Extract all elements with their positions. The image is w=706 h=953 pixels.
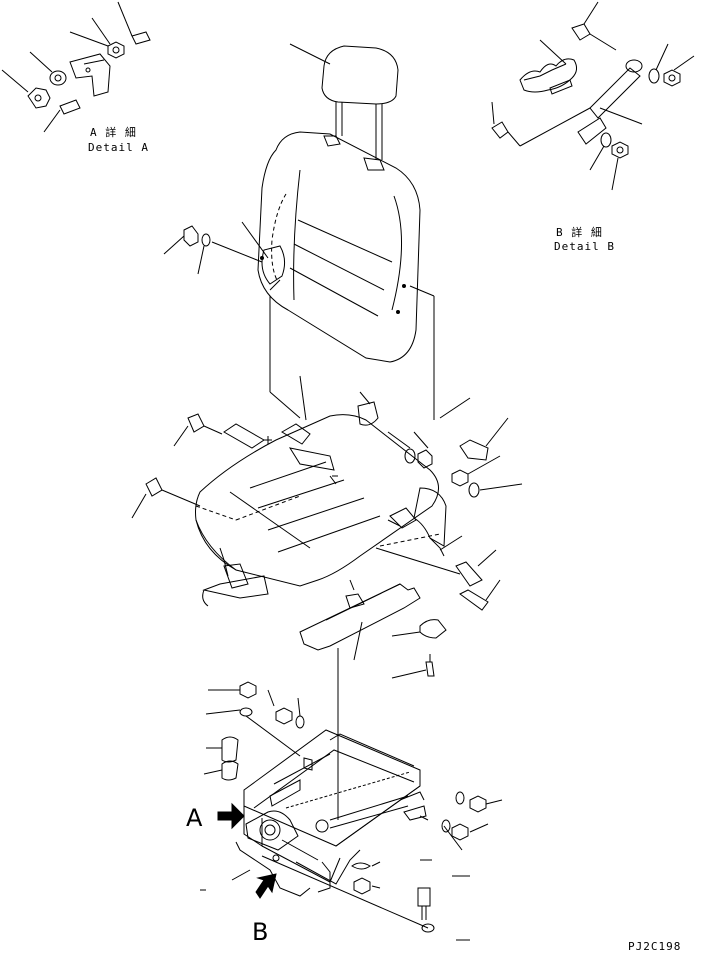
- detail-b-bolt: [572, 2, 616, 50]
- detail-b-parts: [492, 2, 694, 190]
- detail-b-nut-top: [664, 56, 694, 86]
- detail-b-washer-low: [590, 133, 611, 170]
- view-arrow-a-label: A: [186, 804, 203, 832]
- detail-a-nut: [70, 18, 124, 58]
- seat-rail: [300, 580, 446, 820]
- view-arrow-b: [256, 874, 276, 898]
- detail-a-jp-label: A 詳 細: [90, 126, 137, 139]
- detail-b-bolt-low: [492, 102, 590, 146]
- detail-b-nut-low: [612, 142, 628, 190]
- detail-b-pin: [550, 80, 572, 94]
- back-bolt-left: [164, 226, 262, 274]
- seat-back: [242, 132, 434, 420]
- cushion-bolt-left-lower: [132, 478, 200, 518]
- view-arrow-a: [218, 804, 244, 828]
- detail-b-damper: [578, 60, 642, 144]
- detail-a-knob: [2, 70, 50, 108]
- detail-a-en-label: Detail A: [88, 141, 149, 154]
- detail-a-parts: [2, 2, 150, 132]
- detail-b-spring: [520, 40, 577, 92]
- detail-a-spring-pin: [44, 100, 80, 132]
- cushion-right-fasteners: [376, 398, 522, 610]
- drawing-code: PJ2C198: [628, 940, 682, 953]
- seat-cushion: [196, 376, 447, 606]
- base-right-fasteners: [200, 792, 502, 940]
- detail-b-en-label: Detail B: [554, 240, 615, 253]
- detail-a-washer: [30, 52, 66, 85]
- detail-a-bracket: [70, 54, 110, 96]
- detail-b-washer-top: [649, 44, 668, 83]
- detail-a-pin: [118, 2, 150, 44]
- suspension-base: [236, 730, 426, 896]
- detail-b-jp-label: B 詳 細: [556, 226, 603, 239]
- view-arrow-b-label: B: [252, 918, 269, 946]
- cushion-bolt-left-upper: [174, 414, 222, 446]
- headrest: [290, 44, 398, 160]
- base-left-fasteners: [204, 682, 304, 780]
